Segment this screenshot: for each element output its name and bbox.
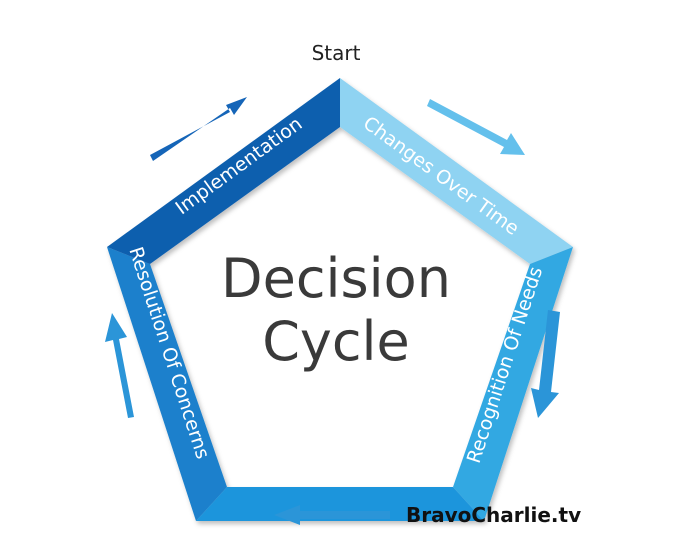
arrow-icon	[105, 313, 134, 418]
flow-arrow-left	[105, 313, 134, 418]
flow-arrow-top-right	[427, 99, 525, 155]
segment-implementation	[107, 78, 340, 264]
center-title-line1: Decision	[221, 247, 451, 310]
flow-arrow-bottom	[274, 505, 390, 525]
segment-resolution-of-concerns	[107, 247, 227, 521]
segment-recognition-of-needs	[453, 247, 573, 521]
segment-label-evaluation-of-options: Evaluation Of Options	[234, 457, 441, 479]
arrow-icon	[427, 99, 525, 155]
segment-changes-over-time	[340, 78, 573, 264]
arrow-icon	[150, 97, 247, 161]
segment-label-changes-over-time: Changes Over Time	[359, 112, 523, 240]
start-label: Start	[312, 41, 361, 65]
arrow-icon	[531, 310, 560, 418]
flow-arrow-right	[531, 310, 560, 418]
segment-label-implementation: Implementation	[172, 113, 307, 219]
flow-arrow-top-left	[150, 97, 247, 161]
segment-evaluation-of-options	[196, 487, 484, 521]
center-title-line2: Cycle	[262, 310, 410, 373]
arrow-icon	[274, 505, 390, 525]
brand-watermark: BravoCharlie.tv	[406, 503, 581, 527]
